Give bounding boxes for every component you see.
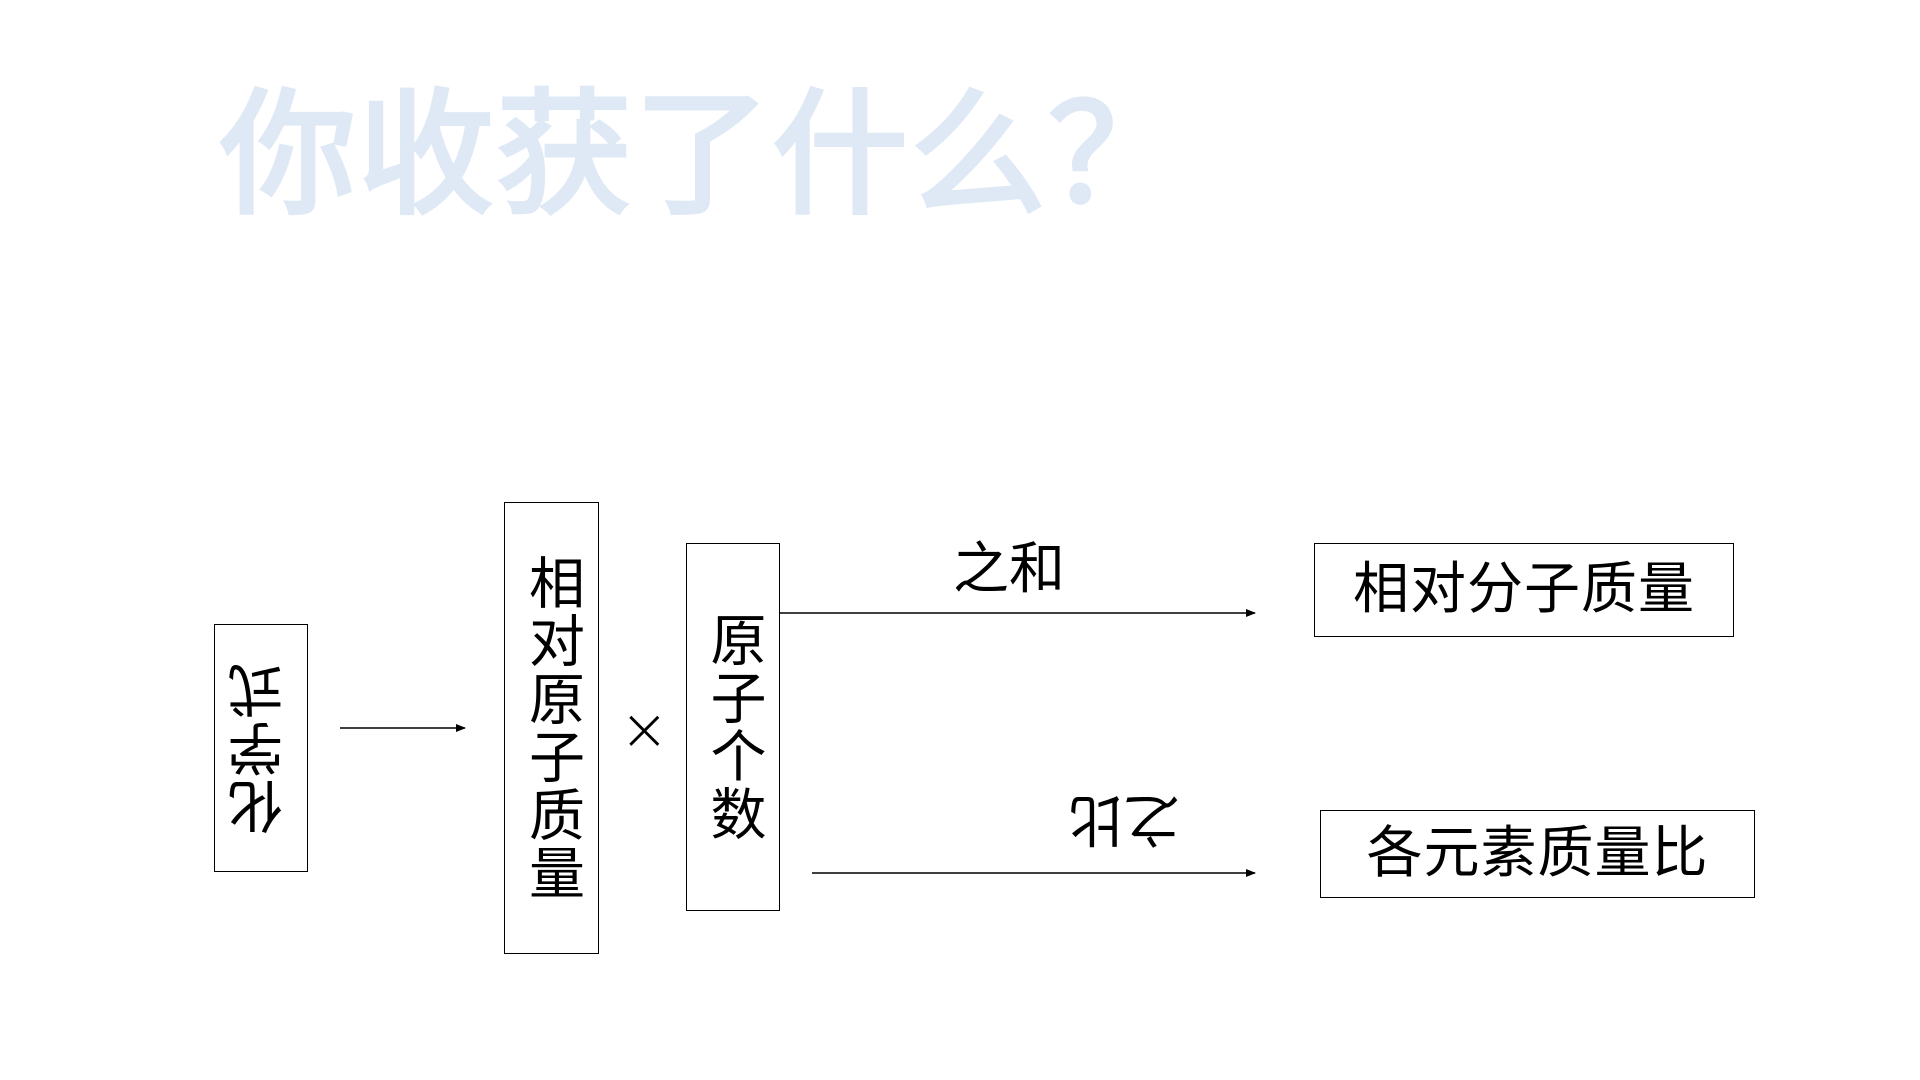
relative-molecular-mass-label: 相对分子质量	[1353, 557, 1695, 622]
ratio-label: 之比	[1068, 786, 1180, 851]
relative-molecular-mass-box: 相对分子质量	[1314, 543, 1734, 637]
chemical-formula-box: 化学式	[214, 624, 308, 872]
atom-count-box: 原子个数	[686, 543, 780, 911]
sum-label: 之和	[953, 537, 1065, 602]
atom-count-label: 原子个数	[701, 611, 766, 843]
element-mass-ratio-label: 各元素质量比	[1366, 821, 1709, 886]
element-mass-ratio-box: 各元素质量比	[1320, 810, 1755, 898]
relative-atomic-mass-label: 相对原子质量	[519, 554, 585, 902]
slide-title: 你收获了什么？	[220, 77, 1186, 235]
relative-atomic-mass-box: 相对原子质量	[504, 502, 599, 954]
multiply-sign: ×	[620, 695, 669, 763]
chemical-formula-label: 化学式	[228, 661, 293, 835]
